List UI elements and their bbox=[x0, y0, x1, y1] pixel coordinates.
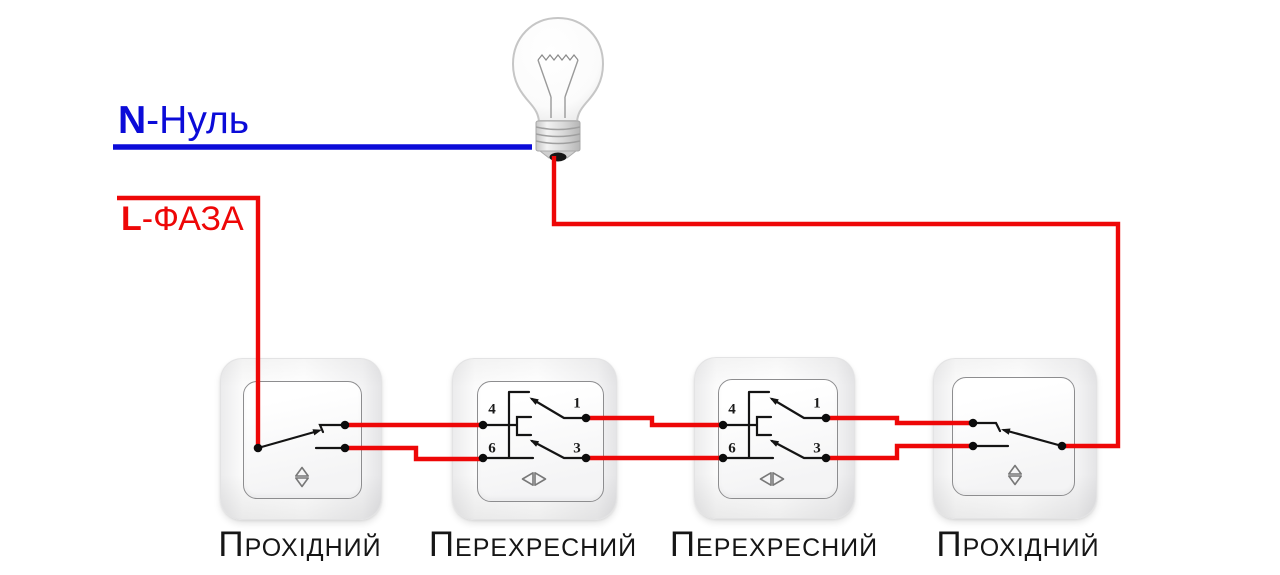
sw2-terminal-label-4: 4 bbox=[488, 401, 496, 418]
neutral-symbol: N bbox=[118, 99, 147, 142]
light-bulb-icon bbox=[511, 16, 605, 162]
neutral-feed-label: N-Нуль bbox=[118, 101, 249, 140]
bulb-contact-tip bbox=[549, 152, 567, 162]
switch-plate-4 bbox=[933, 358, 1097, 519]
switch-plate-3 bbox=[694, 357, 855, 519]
switch-plate-2 bbox=[452, 358, 617, 520]
sw3-terminal-label-4: 4 bbox=[728, 401, 736, 418]
switch-rocker-1 bbox=[243, 381, 362, 499]
switch-caption-4: Прохідний bbox=[936, 525, 1100, 564]
neutral-text: -Нуль bbox=[146, 99, 250, 142]
phase-symbol: L bbox=[121, 200, 142, 238]
sw2-terminal-label-1: 1 bbox=[573, 395, 581, 412]
switch-caption-1: Прохідний bbox=[218, 525, 382, 564]
sw3-terminal-label-3: 3 bbox=[813, 440, 821, 457]
switch-caption-2: Перехресний bbox=[428, 525, 638, 564]
bulb-screw-base bbox=[535, 120, 581, 152]
switch-plate-1 bbox=[220, 358, 382, 520]
sw3-terminal-label-1: 1 bbox=[813, 395, 821, 412]
bulb-filament bbox=[537, 54, 579, 61]
sw3-terminal-label-6: 6 bbox=[728, 440, 736, 457]
switch-caption-3: Перехресний bbox=[669, 525, 879, 564]
switch-rocker-4 bbox=[952, 377, 1075, 496]
phase-text: -ФАЗА bbox=[141, 200, 244, 238]
bulb-filament-supports bbox=[537, 59, 579, 118]
schematic-arrowheads bbox=[312, 397, 1011, 447]
sw2-terminal-label-6: 6 bbox=[488, 440, 496, 457]
phase-feed-label: L-ФАЗА bbox=[121, 202, 244, 236]
sw2-terminal-label-3: 3 bbox=[573, 440, 581, 457]
